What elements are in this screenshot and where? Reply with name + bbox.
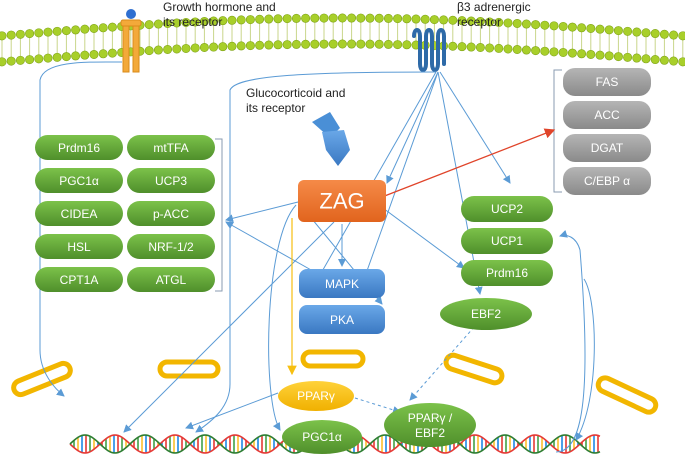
gene-pill: Prdm16 bbox=[58, 141, 100, 155]
ppar-gamma-node: PPARγ bbox=[278, 381, 354, 411]
kinase-pill: MAPK bbox=[325, 277, 359, 291]
pgc1a-node: PGC1α bbox=[282, 420, 362, 454]
gene-pill: NRF-1/2 bbox=[148, 240, 194, 254]
lipid-heads bbox=[0, 13, 685, 67]
ppar-ebf2-node: PPARγ / EBF2 bbox=[384, 403, 476, 447]
glucocorticoid-label-2: its receptor bbox=[246, 101, 305, 115]
gene-pill: PGC1α bbox=[59, 174, 99, 188]
kinase-pill: PKA bbox=[330, 313, 354, 327]
gene-pill: UCP1 bbox=[491, 234, 523, 248]
gene-pill: Prdm16 bbox=[486, 266, 528, 280]
gene-pill: C/EBP α bbox=[584, 174, 630, 188]
ebf2-label: EBF2 bbox=[471, 307, 501, 321]
ppar-ebf2-label-2: EBF2 bbox=[415, 426, 445, 440]
gene-pill: FAS bbox=[596, 75, 619, 89]
zag-label: ZAG bbox=[319, 189, 364, 214]
gene-pill: UCP2 bbox=[491, 202, 523, 216]
inhibition-arrow bbox=[381, 128, 556, 198]
gene-pill: p-ACC bbox=[153, 207, 189, 221]
glucocorticoid-label: Glucocorticoid and bbox=[246, 86, 345, 100]
gene-pill: UCP3 bbox=[155, 174, 187, 188]
ppar-ebf2-label: PPARγ / bbox=[408, 411, 453, 425]
glucocorticoid-receptor-icon bbox=[312, 112, 350, 166]
beta3-adrenergic-receptor-icon bbox=[412, 28, 446, 72]
zag-node: ZAG bbox=[298, 180, 386, 222]
gene-pill: ACC bbox=[594, 108, 620, 122]
growth-hormone-label-2: its receptor bbox=[163, 15, 222, 29]
left-gene-pills: Prdm16 PGC1α CIDEA HSL CPT1A mtTFA UCP3 … bbox=[35, 135, 215, 292]
lipogenic-gene-pills: FAS ACC DGAT C/EBP α bbox=[563, 68, 651, 195]
beta3-label: β3 adrenergic bbox=[457, 0, 531, 14]
ppar-gamma-label: PPARγ bbox=[297, 389, 335, 403]
left-gene-bracket bbox=[215, 138, 223, 292]
ebf2-node: EBF2 bbox=[440, 298, 532, 330]
cell-membrane bbox=[0, 13, 685, 67]
gene-pill: HSL bbox=[67, 240, 91, 254]
mitochondria bbox=[11, 349, 659, 415]
growth-hormone-receptor-icon bbox=[120, 9, 142, 73]
gene-pill: CIDEA bbox=[61, 207, 98, 221]
gene-pill: CPT1A bbox=[60, 273, 99, 287]
growth-hormone-label: Growth hormone and bbox=[163, 0, 276, 14]
gene-pill: DGAT bbox=[591, 141, 624, 155]
lipid-tails bbox=[1, 22, 684, 58]
lipogenic-bracket bbox=[553, 69, 562, 193]
pgc1a-label: PGC1α bbox=[302, 430, 342, 444]
gene-pill: ATGL bbox=[156, 273, 187, 287]
right-gene-pills: UCP2 UCP1 Prdm16 bbox=[461, 196, 553, 286]
gene-pill: mtTFA bbox=[153, 141, 188, 155]
beta3-label-2: receptor bbox=[457, 15, 501, 29]
kinase-pills: MAPK PKA bbox=[299, 269, 385, 334]
